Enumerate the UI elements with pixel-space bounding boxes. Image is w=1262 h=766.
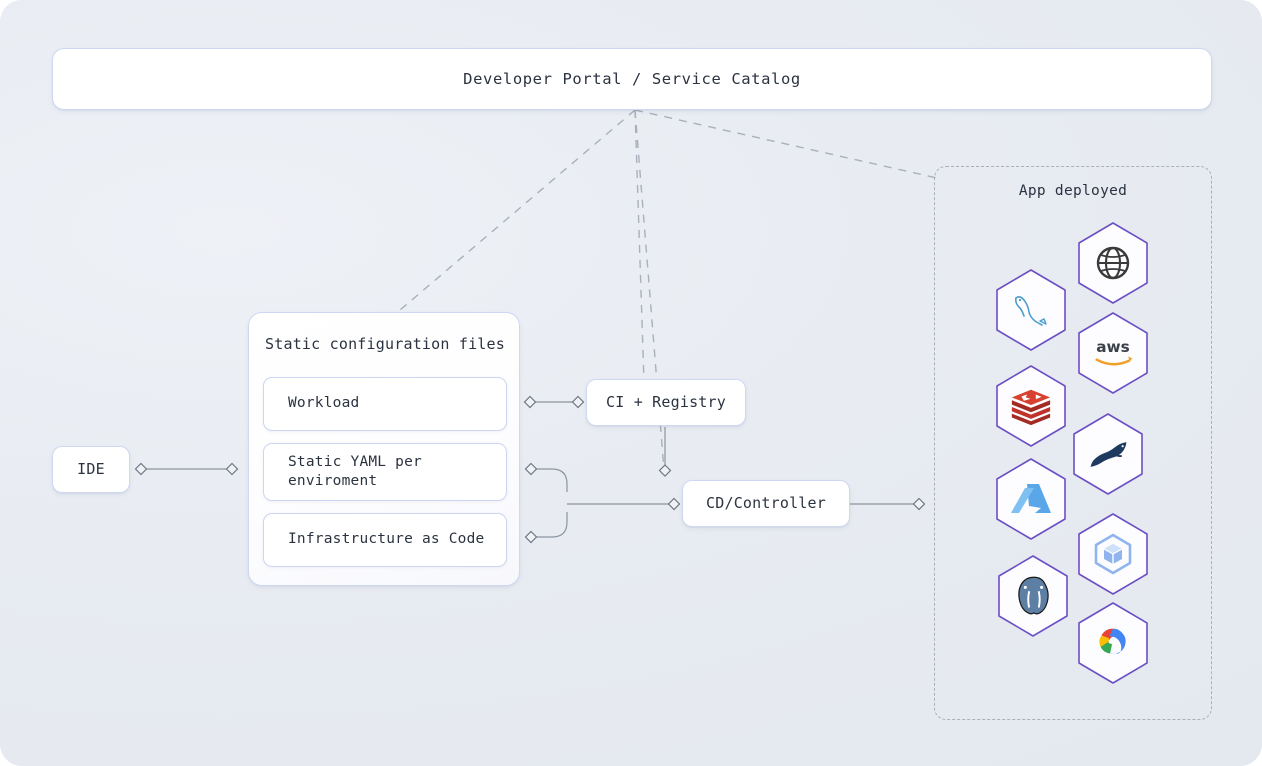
mariadb-icon bbox=[1086, 432, 1130, 476]
static-configuration-title: Static configuration files bbox=[265, 335, 505, 353]
endpoint-diamonds bbox=[134, 395, 926, 544]
hex-mysql[interactable] bbox=[994, 268, 1068, 352]
config-item-infrastructure-as-code[interactable]: Infrastructure as Code bbox=[263, 513, 507, 567]
dash-link-to-config bbox=[392, 109, 636, 317]
static-configuration-group[interactable]: Static configuration files Workload Stat… bbox=[248, 312, 520, 586]
hexagon-shape bbox=[1078, 602, 1148, 684]
node-ci-registry-label: CI + Registry bbox=[606, 392, 726, 411]
node-ide-label: IDE bbox=[77, 459, 105, 478]
google-cloud-icon bbox=[1091, 621, 1135, 665]
node-cd-controller[interactable]: CD/Controller bbox=[682, 480, 850, 527]
aws-icon: aws bbox=[1091, 331, 1135, 375]
hex-postgresql[interactable] bbox=[996, 554, 1070, 638]
azure-icon bbox=[1009, 477, 1053, 521]
config-item-workload-label: Workload bbox=[288, 395, 360, 412]
hex-azure[interactable] bbox=[994, 457, 1068, 541]
node-cd-controller-label: CD/Controller bbox=[706, 493, 826, 512]
developer-portal-title: Developer Portal / Service Catalog bbox=[463, 69, 801, 88]
hex-aws[interactable]: aws bbox=[1076, 311, 1150, 395]
config-item-static-yaml-label: Static YAML per enviroment bbox=[288, 453, 422, 489]
app-deployed-label: App deployed bbox=[1018, 183, 1128, 199]
globe-icon bbox=[1091, 241, 1135, 285]
app-deployed-zone bbox=[934, 166, 1212, 720]
mysql-icon bbox=[1009, 288, 1053, 332]
dash-link-to-ci bbox=[634, 109, 645, 383]
node-ci-registry[interactable]: CI + Registry bbox=[586, 379, 746, 426]
hex-redis[interactable] bbox=[994, 364, 1068, 448]
config-item-infrastructure-as-code-label: Infrastructure as Code bbox=[288, 531, 485, 548]
hexagon-shape bbox=[1078, 312, 1148, 394]
hexagon-shape bbox=[996, 269, 1066, 351]
hex-globe[interactable] bbox=[1076, 221, 1150, 305]
hex-google-cloud[interactable] bbox=[1076, 601, 1150, 685]
hex-cube[interactable] bbox=[1076, 512, 1150, 596]
node-ide[interactable]: IDE bbox=[52, 446, 130, 493]
wire-yaml-bus bbox=[531, 468, 568, 492]
config-item-static-yaml[interactable]: Static YAML per enviroment bbox=[263, 443, 507, 501]
solid-links bbox=[141, 401, 914, 538]
developer-portal-bar[interactable]: Developer Portal / Service Catalog bbox=[52, 48, 1212, 110]
hex-mariadb[interactable] bbox=[1071, 412, 1145, 496]
config-item-workload[interactable]: Workload bbox=[263, 377, 507, 431]
cube-icon bbox=[1091, 532, 1135, 576]
redis-icon bbox=[1009, 384, 1053, 428]
dash-link-to-deployzone bbox=[634, 109, 938, 179]
wire-iac-bus bbox=[531, 512, 568, 538]
svg-text:aws: aws bbox=[1096, 338, 1130, 356]
hexagon-shape bbox=[996, 365, 1066, 447]
postgresql-icon bbox=[1011, 574, 1055, 618]
